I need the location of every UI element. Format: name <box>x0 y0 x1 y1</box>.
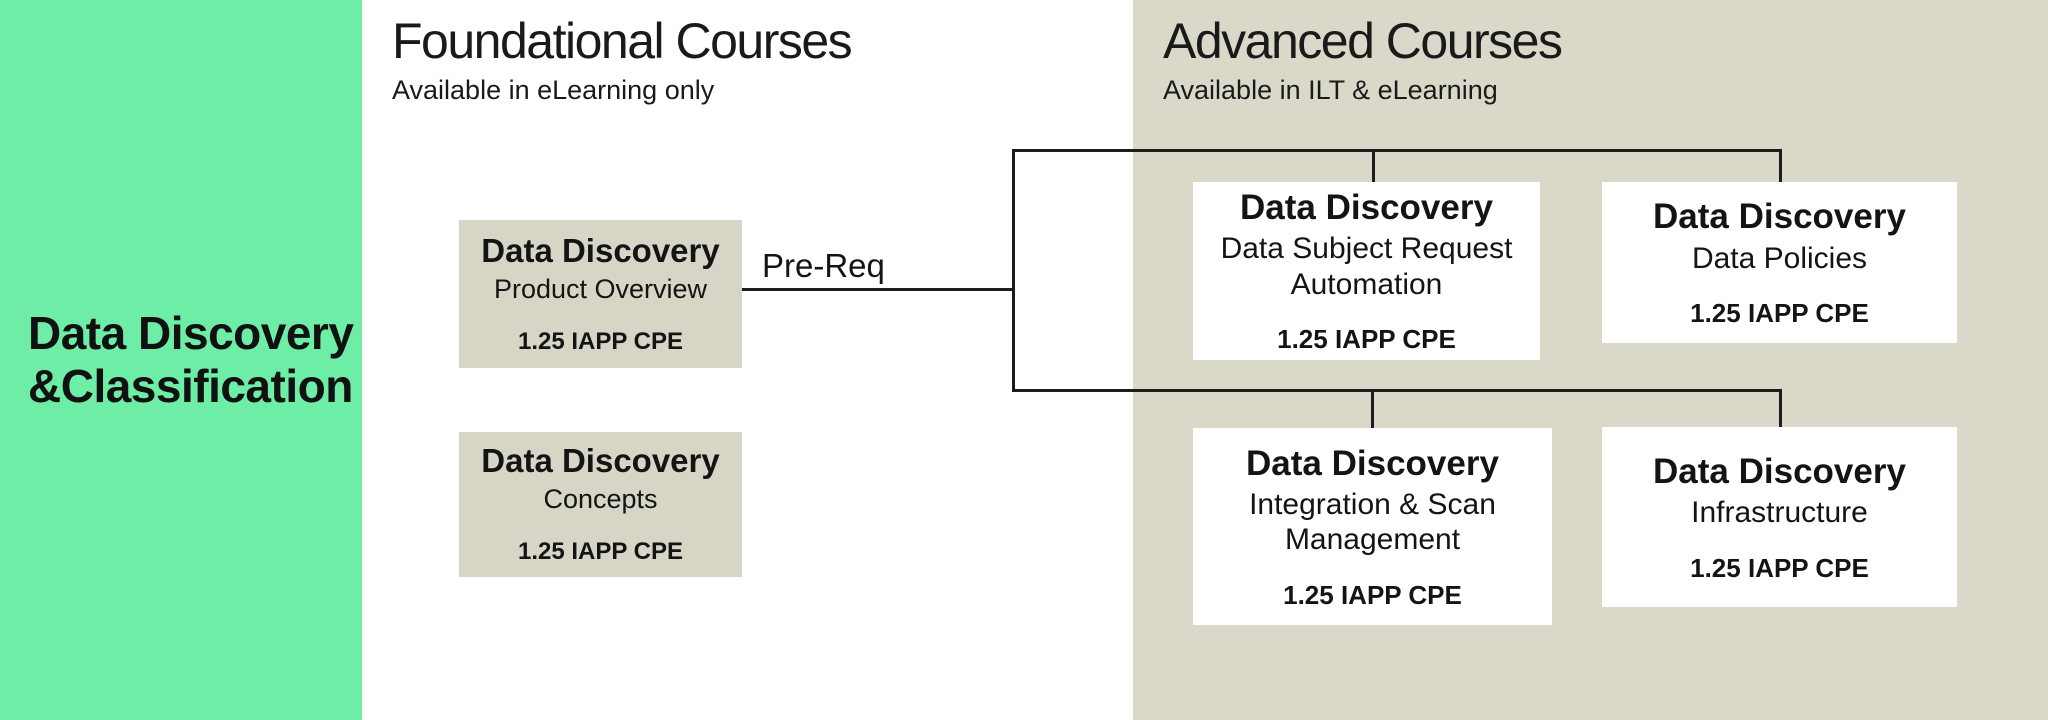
advanced-header: Advanced Courses Available in ILT & eLea… <box>1163 13 1563 106</box>
advanced-subtitle: Available in ILT & eLearning <box>1163 75 1498 105</box>
course-product-overview: Data Discovery Product Overview 1.25 IAP… <box>459 220 742 368</box>
course-subtitle: Data Subject Request Automation <box>1220 232 1513 301</box>
course-title: Data Discovery <box>1240 188 1493 228</box>
connector-vertical-trunk <box>1012 149 1015 392</box>
course-title: Data Discovery <box>1653 197 1906 237</box>
course-integration-scan-management: Data Discovery Integration & Scan Manage… <box>1193 428 1552 625</box>
course-credit: 1.25 IAPP CPE <box>1690 298 1869 328</box>
category-title-line1: Data Discovery <box>28 307 354 360</box>
course-subtitle: Infrastructure <box>1691 496 1868 530</box>
course-credit: 1.25 IAPP CPE <box>1277 324 1456 355</box>
connector-prereq-line <box>740 288 1014 291</box>
course-subtitle: Concepts <box>543 484 658 515</box>
course-title: Data Discovery <box>481 442 720 480</box>
foundational-subtitle: Available in eLearning only <box>392 75 715 105</box>
foundational-title: Foundational Courses <box>392 13 853 69</box>
course-subtitle: Data Policies <box>1691 241 1868 275</box>
course-title: Data Discovery <box>1653 451 1906 491</box>
connector-stub-infrastructure <box>1779 389 1782 430</box>
connector-bottom-branch <box>1012 389 1782 392</box>
connector-stub-dsra <box>1372 149 1375 185</box>
course-credit: 1.25 IAPP CPE <box>518 327 683 355</box>
connector-stub-integration <box>1371 389 1374 431</box>
category-title: Data Discovery &Classification <box>0 307 354 413</box>
course-credit: 1.25 IAPP CPE <box>518 538 683 566</box>
course-concepts: Data Discovery Concepts 1.25 IAPP CPE <box>459 432 742 577</box>
course-infrastructure: Data Discovery Infrastructure 1.25 IAPP … <box>1602 427 1957 607</box>
course-credit: 1.25 IAPP CPE <box>1283 579 1462 610</box>
connector-top-branch <box>1012 149 1782 152</box>
advanced-title: Advanced Courses <box>1163 13 1563 69</box>
category-panel: Data Discovery &Classification <box>0 0 362 720</box>
course-subtitle: Integration & Scan Management <box>1249 487 1496 557</box>
course-credit: 1.25 IAPP CPE <box>1690 552 1869 583</box>
course-data-subject-request-automation: Data Discovery Data Subject Request Auto… <box>1193 182 1540 360</box>
foundational-header: Foundational Courses Available in eLearn… <box>392 13 853 106</box>
connector-stub-policies <box>1779 149 1782 185</box>
course-title: Data Discovery <box>1246 443 1499 483</box>
course-title: Data Discovery <box>481 231 720 269</box>
course-subtitle: Product Overview <box>493 273 708 304</box>
category-title-line2: &Classification <box>28 360 353 412</box>
course-data-policies: Data Discovery Data Policies 1.25 IAPP C… <box>1602 182 1957 343</box>
prereq-label: Pre-Req <box>762 247 885 284</box>
